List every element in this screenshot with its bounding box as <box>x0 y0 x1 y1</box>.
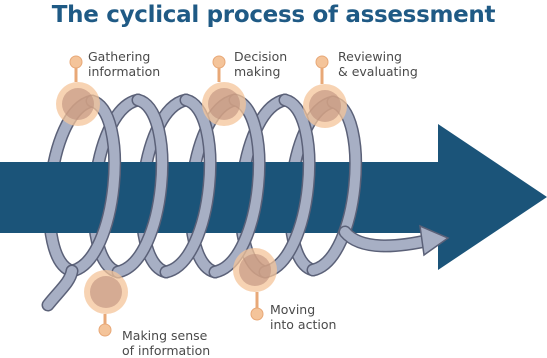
stage-label-decision: Decision making <box>234 49 287 79</box>
stage-moving-line1: Moving <box>270 302 316 317</box>
stage-reviewing-line2: & evaluating <box>338 64 418 79</box>
stage-label-gathering: Gathering information <box>88 49 160 79</box>
stage-label-moving: Moving into action <box>270 302 336 332</box>
coil-loop-front-fill <box>260 95 314 277</box>
coil-loop-front-fill <box>67 96 120 276</box>
marker-pin-head <box>315 55 329 69</box>
marker-pin-head <box>69 55 83 69</box>
stage-gathering-line2: information <box>88 64 161 79</box>
stage-marker-sense <box>84 270 128 337</box>
stage-markers <box>56 55 347 337</box>
stage-marker-reviewing <box>303 55 347 128</box>
direction-arrow <box>0 124 547 270</box>
tail-arrowhead <box>419 224 450 257</box>
marker-pin-head <box>98 323 112 337</box>
stage-label-sense: Making sense of information <box>122 328 210 358</box>
coil-loop-front-fill <box>210 95 264 277</box>
marker-pin-head <box>212 55 226 69</box>
marker-core <box>62 88 94 120</box>
coil-lead <box>43 266 77 310</box>
coil-loop-front-fill <box>161 95 215 277</box>
marker-core <box>90 276 122 308</box>
stage-moving-line2: into action <box>270 317 337 332</box>
coil-tail <box>338 224 450 257</box>
stage-label-reviewing: Reviewing & evaluating <box>338 49 418 79</box>
stage-decision-line1: Decision <box>234 49 288 64</box>
coil-front <box>41 93 363 312</box>
coil-loop-front-fill <box>113 95 167 277</box>
marker-core <box>208 88 240 120</box>
stage-reviewing-line1: Reviewing <box>338 49 402 64</box>
stage-sense-line1: Making sense <box>122 328 208 343</box>
marker-core <box>309 90 341 122</box>
stage-marker-decision <box>202 55 246 126</box>
stage-decision-line2: making <box>234 64 281 79</box>
stage-sense-line2: of information <box>122 343 211 358</box>
stage-gathering-line1: Gathering <box>88 49 151 64</box>
marker-core <box>239 254 271 286</box>
diagram-title: The cyclical process of assessment <box>51 2 496 28</box>
marker-pin-head <box>250 307 264 321</box>
stage-marker-gathering <box>56 55 100 126</box>
stage-marker-moving <box>233 248 277 321</box>
